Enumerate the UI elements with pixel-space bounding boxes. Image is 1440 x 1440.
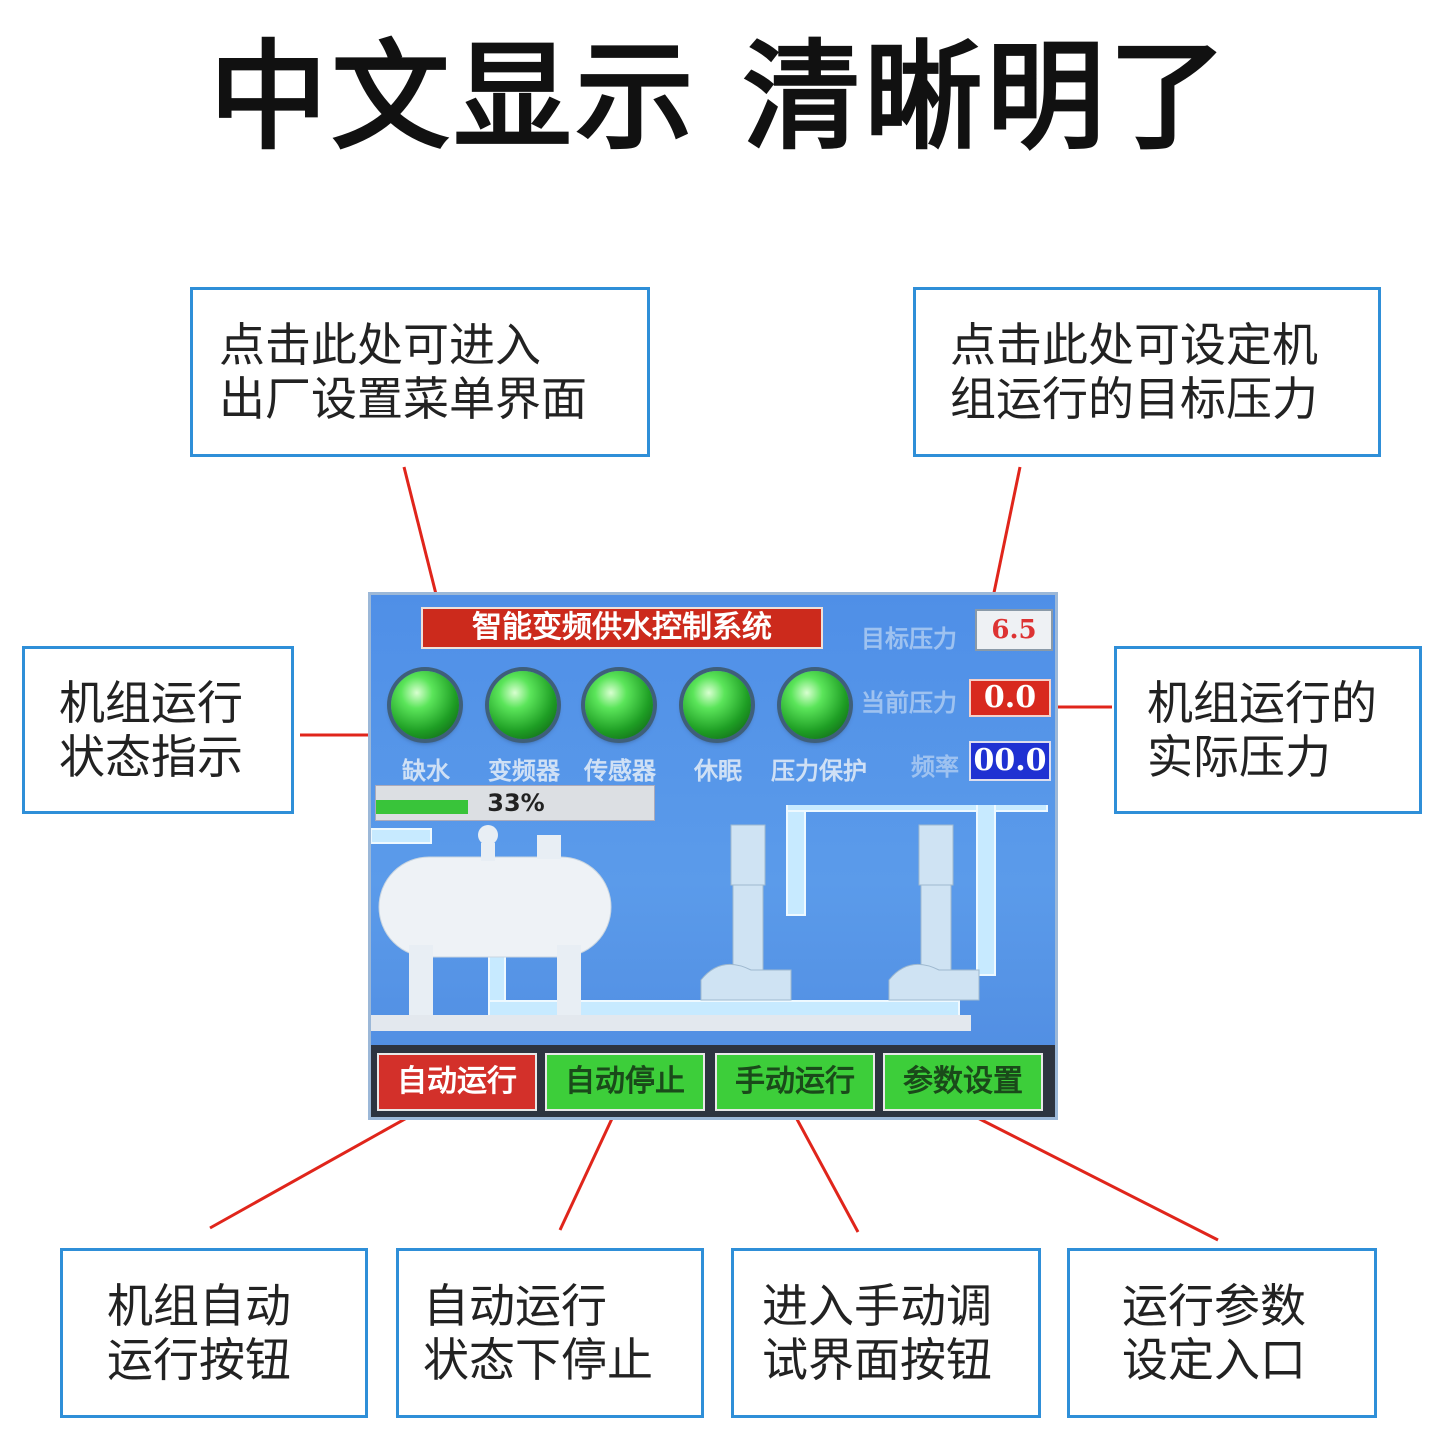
- hmi-screen: 智能变频供水控制系统 目标压力 6.5 当前压力 0.0 频率 00.0 缺水 …: [368, 592, 1058, 1120]
- leader-manual: [790, 1109, 860, 1233]
- callout-auto-stop-btn: 自动运行 状态下停止: [396, 1248, 704, 1418]
- leader-auto-run: [209, 1103, 431, 1230]
- indicator-label: 缺水: [402, 757, 450, 785]
- auto-stop-button[interactable]: 自动停止: [545, 1053, 705, 1111]
- led-inverter-icon: [489, 671, 557, 739]
- current-pressure-value: 0.0: [969, 679, 1051, 717]
- callout-status-indicator: 机组运行 状态指示: [22, 646, 294, 814]
- callout-params-btn-text: 运行参数 设定入口: [1122, 1279, 1306, 1387]
- leader-factory-menu: [402, 466, 442, 611]
- progress-text: 33%: [487, 789, 545, 817]
- led-sensor-icon: [585, 671, 653, 739]
- callout-auto-run-btn: 机组自动 运行按钮: [60, 1248, 368, 1418]
- indicator-label: 变频器: [488, 757, 560, 785]
- indicator-label: 休眠: [694, 757, 742, 785]
- page-headline: 中文显示 清晰明了: [209, 28, 1231, 166]
- target-pressure-input[interactable]: 6.5: [975, 609, 1053, 651]
- system-title-button[interactable]: 智能变频供水控制系统: [421, 607, 823, 649]
- frequency-label: 频率: [911, 753, 959, 781]
- indicator-label: 压力保护: [771, 757, 867, 785]
- callout-actual-pressure: 机组运行的 实际压力: [1114, 646, 1422, 814]
- equipment-illustration: [371, 805, 1048, 1031]
- callout-manual-btn-text: 进入手动调 试界面按钮: [762, 1279, 992, 1387]
- callout-actual-pressure-text: 机组运行的 实际压力: [1147, 676, 1377, 784]
- param-set-button[interactable]: 参数设置: [883, 1053, 1043, 1111]
- target-pressure-label: 目标压力: [861, 625, 957, 653]
- callout-auto-run-btn-text: 机组自动 运行按钮: [107, 1279, 291, 1387]
- callout-params-btn: 运行参数 设定入口: [1067, 1248, 1377, 1418]
- leader-target-pressure: [988, 466, 1022, 613]
- callout-factory-menu-text: 点击此处可进入 出厂设置菜单界面: [219, 318, 587, 426]
- current-pressure-label: 当前压力: [861, 689, 957, 717]
- callout-target-pressure: 点击此处可设定机 组运行的目标压力: [913, 287, 1381, 457]
- button-bar: 自动运行 自动停止 手动运行 参数设置: [371, 1045, 1055, 1117]
- progress-bar: 33%: [375, 785, 655, 821]
- leader-auto-stop: [558, 1109, 618, 1231]
- frequency-value: 00.0: [969, 741, 1051, 781]
- leader-params: [957, 1106, 1219, 1242]
- led-water-shortage-icon: [391, 671, 459, 739]
- callout-status-indicator-text: 机组运行 状态指示: [59, 676, 243, 784]
- callout-factory-menu: 点击此处可进入 出厂设置菜单界面: [190, 287, 650, 457]
- indicator-label: 传感器: [584, 757, 656, 785]
- callout-target-pressure-text: 点击此处可设定机 组运行的目标压力: [950, 318, 1318, 426]
- led-sleep-icon: [683, 671, 751, 739]
- callout-manual-btn: 进入手动调 试界面按钮: [731, 1248, 1041, 1418]
- callout-auto-stop-btn-text: 自动运行 状态下停止: [423, 1279, 653, 1387]
- progress-fill: [376, 800, 468, 814]
- manual-run-button[interactable]: 手动运行: [715, 1053, 875, 1111]
- auto-run-button[interactable]: 自动运行: [377, 1053, 537, 1111]
- led-pressure-protect-icon: [781, 671, 849, 739]
